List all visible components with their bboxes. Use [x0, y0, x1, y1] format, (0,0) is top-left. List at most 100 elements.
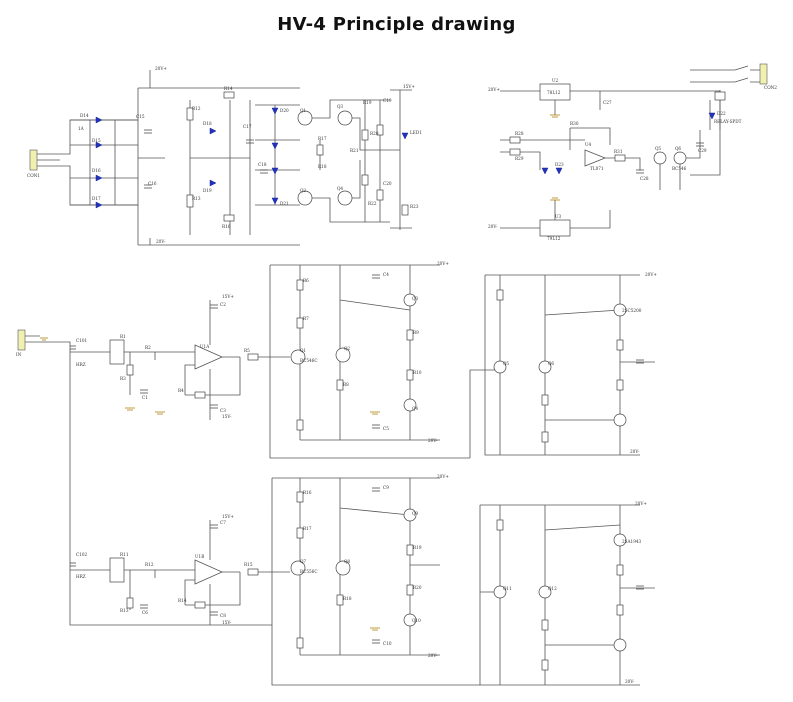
- zener-icon: [209, 179, 217, 187]
- opamp-symbol: [194, 344, 223, 370]
- part-label: Q8: [344, 559, 350, 564]
- rail-label: 20V-: [630, 449, 640, 454]
- rail-label: 20V+: [645, 272, 657, 277]
- part-label: C9: [383, 485, 389, 490]
- regulator-part: 78L12: [547, 90, 561, 95]
- cap-label: C20: [383, 181, 392, 186]
- rail-label: 20V-: [156, 239, 166, 244]
- transistor-label: Q5: [655, 146, 661, 151]
- res-label: R22: [368, 201, 377, 206]
- res-label: R17: [318, 136, 327, 141]
- psu-connector: [29, 149, 38, 171]
- part-label: Q6: [548, 361, 554, 366]
- zener-label: D19: [203, 188, 212, 193]
- input-label: 20V-: [488, 224, 498, 229]
- res-label: R20: [370, 131, 379, 136]
- cap-label: C17: [243, 124, 252, 129]
- diode-icon: [95, 116, 103, 124]
- part-label: R20: [413, 585, 422, 590]
- rail-label: 20V+: [437, 474, 449, 479]
- diode-label: D22: [717, 111, 726, 116]
- input-label: C102: [76, 552, 88, 557]
- part-label: Q9: [412, 511, 418, 516]
- part-label: Q1: [300, 348, 306, 353]
- zener-icon: [271, 142, 279, 150]
- transistor-part: 2SA1943: [622, 539, 642, 544]
- res-label: R13: [192, 196, 201, 201]
- input-label: C101: [76, 338, 88, 343]
- part-label: R3: [120, 376, 126, 381]
- zener-label: D18: [203, 121, 212, 126]
- diode-icon: [95, 174, 103, 182]
- part-label: C5: [383, 426, 389, 431]
- part-label: C6: [142, 610, 148, 615]
- ic-label: TL071: [590, 166, 604, 171]
- output-label: 15V+: [403, 84, 415, 89]
- res-label: R21: [350, 148, 359, 153]
- zener-label: D20: [280, 108, 289, 113]
- transistor-part: BC546: [672, 166, 687, 171]
- diode-icon: [708, 112, 716, 120]
- res-label: R19: [363, 100, 372, 105]
- cap-label: C29: [698, 148, 707, 153]
- part-label: R17: [303, 526, 312, 531]
- part-label: R16: [303, 490, 312, 495]
- part-label: R4: [178, 388, 184, 393]
- res-label: R30: [570, 121, 579, 126]
- part-label: R18: [343, 596, 352, 601]
- diode-label: D15: [92, 138, 101, 143]
- part-label: C1: [142, 395, 148, 400]
- res-label: R23: [410, 204, 419, 209]
- res-label: R12: [192, 106, 201, 111]
- led-icon: [401, 132, 409, 140]
- part-label: Q7: [300, 559, 306, 564]
- diode-icon: [95, 141, 103, 149]
- transistor-part: BC556C: [300, 569, 318, 574]
- regulator-part: 79L12: [547, 236, 561, 241]
- res-label: R18: [318, 164, 327, 169]
- transistor-label: Q4: [337, 186, 343, 191]
- part-label: Q12: [548, 586, 557, 591]
- rail-label: 20V+: [155, 66, 167, 71]
- part-label: C3: [220, 408, 226, 413]
- opamp-label: U4: [585, 142, 592, 147]
- part-label: C8: [220, 613, 226, 618]
- opamp-symbol: [194, 559, 223, 585]
- page-title: HV-4 Principle drawing: [277, 14, 516, 35]
- part-label: R2: [145, 345, 151, 350]
- rail-label: 20V-: [428, 653, 438, 658]
- diode-label: D17: [92, 196, 101, 201]
- res-label: R28: [515, 131, 524, 136]
- rail-label: 15V-: [222, 414, 232, 419]
- part-label: C7: [220, 520, 226, 525]
- part-label: R19: [413, 545, 422, 550]
- cap-label: C15: [136, 114, 145, 119]
- relay-connector-label: CON2: [764, 85, 777, 90]
- part-label: Q5: [503, 361, 509, 366]
- res-label: R29: [515, 156, 524, 161]
- led-label: LED1: [410, 130, 422, 135]
- part-label: R10: [413, 370, 422, 375]
- rail-label: 15V+: [222, 514, 234, 519]
- part-label: Q10: [412, 618, 421, 623]
- part-label: R5: [244, 348, 250, 353]
- part-label: R6: [303, 278, 309, 283]
- rail-label: 20V-: [625, 679, 635, 684]
- opamp-label: U1A: [200, 344, 210, 349]
- part-label: R14: [178, 598, 187, 603]
- part-label: R11: [120, 552, 129, 557]
- rail-label: 15V+: [222, 294, 234, 299]
- part-label: C4: [383, 272, 389, 277]
- cap-label: C19: [383, 98, 392, 103]
- input-label: HRZ: [76, 362, 86, 367]
- cap-label: C27: [603, 100, 612, 105]
- part-label: Q2: [344, 346, 350, 351]
- zener-icon: [541, 167, 549, 175]
- zener-icon: [209, 127, 217, 135]
- control-section: 20V+ 20V- U2 78L12 C27 CON2 D22 RELAY-SP…: [488, 63, 777, 241]
- regulator-label: U3: [555, 214, 562, 219]
- res-label: R31: [614, 149, 623, 154]
- relay-label: RELAY-SPDT: [714, 119, 742, 124]
- part-label: Q3: [412, 296, 418, 301]
- zener-icon: [271, 197, 279, 205]
